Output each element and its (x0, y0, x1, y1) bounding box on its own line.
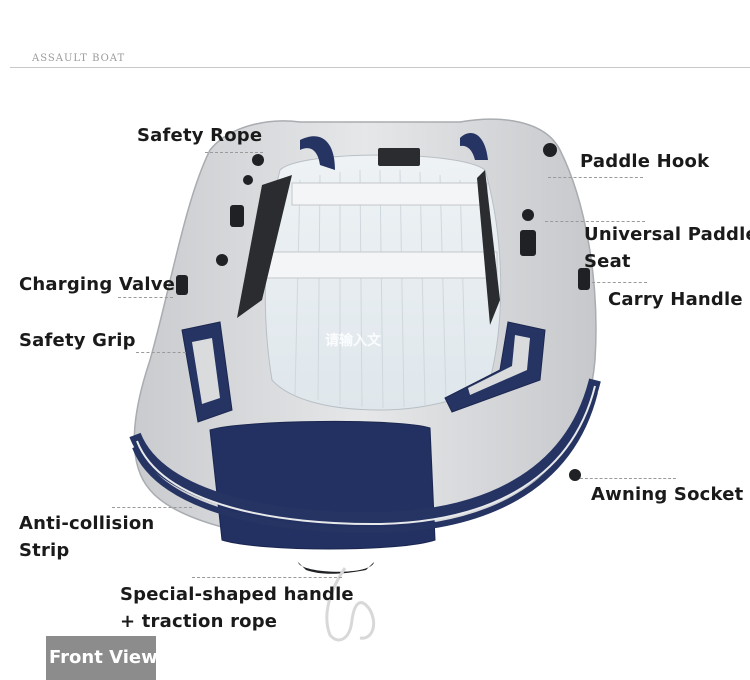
watermark-text: 请输入文 (325, 333, 381, 349)
label-traction-rope: + traction rope (120, 611, 278, 632)
label-paddle-hook: Paddle Hook (580, 151, 710, 172)
header-title: ASSAULT BOAT (32, 53, 126, 64)
leader-safety-grip (136, 352, 186, 353)
label-universal-paddle-seat: Universal Paddle (584, 224, 750, 245)
leader-awning-socket (580, 478, 676, 479)
leader-anti-collision (112, 507, 192, 508)
label-charging-valve: Charging Valve (19, 274, 176, 295)
seat-front (261, 251, 498, 279)
seat-back (291, 182, 488, 206)
label-safety-grip: Safety Grip (19, 330, 136, 351)
label-anti-collision-strip-line2: Strip (19, 540, 70, 561)
leader-special-handle (192, 577, 342, 578)
leader-safety-rope (205, 152, 263, 153)
leader-carry-handle (592, 282, 647, 283)
front-view-badge: Front View (46, 636, 156, 680)
label-universal-paddle-seat-line2: Seat (584, 251, 631, 272)
label-safety-rope: Safety Rope (137, 125, 263, 146)
leader-paddle-hook (548, 177, 643, 178)
header-divider (10, 67, 750, 68)
label-carry-handle: Carry Handle (608, 289, 743, 310)
leader-universal-seat (545, 221, 645, 222)
leader-charging-valve (118, 297, 173, 298)
label-anti-collision-strip: Anti-collision (19, 513, 155, 534)
label-awning-socket: Awning Socket (591, 484, 744, 505)
label-special-shaped-handle: Special-shaped handle (120, 584, 354, 605)
